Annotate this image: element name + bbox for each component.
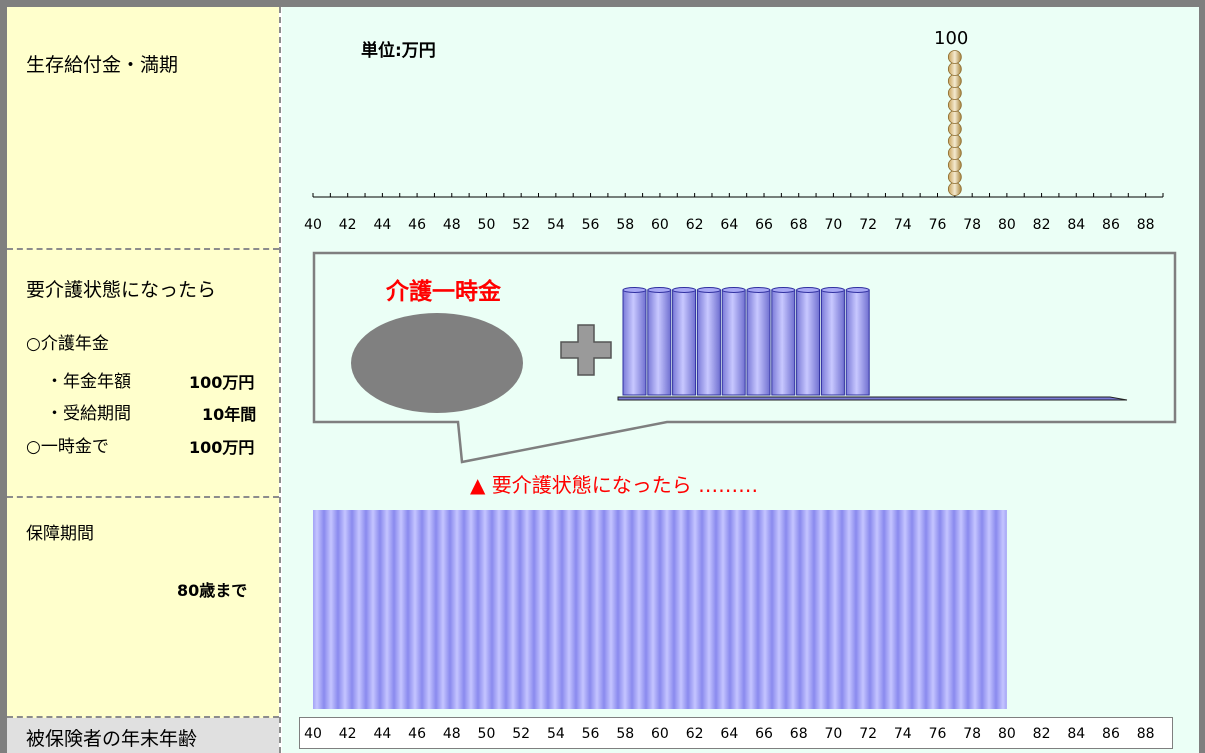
x-tick-label: 52 [512, 217, 530, 233]
footer-tick-label: 74 [894, 726, 912, 742]
care-pension-heading: ○介護年金 [26, 334, 109, 354]
survival-benefit-chart: 40 42 44 46 48 50 52 54 56 58 60 62 64 66 68 70 72 74 76 78… [304, 50, 1164, 233]
row-divider [7, 248, 279, 250]
x-tick-label: 46 [408, 217, 426, 233]
x-tick-label: 60 [651, 217, 669, 233]
pension-bar [672, 287, 697, 396]
pension-bar [820, 287, 845, 396]
unit-label: 単位:万円 [361, 41, 436, 61]
footer-axis-svg: 40 42 44 46 48 50 52 54 56 58 60 62 64 66 68 70 72 74 76 78… [304, 726, 1155, 742]
row-divider [7, 716, 279, 718]
footer-tick-label: 80 [998, 726, 1016, 742]
peak-value-label: 100 [934, 28, 969, 49]
annual-amount-value: 100万円 [189, 373, 255, 392]
footer-tick-label: 40 [304, 726, 322, 742]
row-divider [7, 496, 279, 498]
footer-label-cell [7, 718, 279, 753]
x-tick-label: 86 [1102, 217, 1120, 233]
x-tick-label: 76 [929, 217, 947, 233]
coverage-chart [313, 510, 1007, 709]
x-tick-label: 56 [582, 217, 600, 233]
care-state-label: 要介護状態になったら [26, 279, 217, 301]
plus-icon [560, 324, 612, 376]
frame-left-border [0, 0, 7, 753]
frame-top-border [0, 0, 1205, 7]
footer-tick-label: 78 [963, 726, 981, 742]
footer-tick-label: 70 [824, 726, 842, 742]
payment-period-label: ・受給期間 [46, 404, 131, 424]
payment-period-value: 10年間 [202, 405, 257, 424]
chain-link [947, 50, 962, 64]
footer-tick-label: 46 [408, 726, 426, 742]
frame-right-border [1199, 0, 1205, 753]
coverage-period-label: 保障期間 [26, 524, 94, 544]
footer-tick-label: 66 [755, 726, 773, 742]
footer-age-axis: 40 42 44 46 48 50 52 54 56 58 60 62 64 66 68 70 72 74 76 78… [299, 717, 1173, 749]
pension-baseline [617, 396, 1128, 401]
pension-bar [647, 287, 672, 396]
x-tick-label: 72 [859, 217, 877, 233]
pension-bar [746, 287, 771, 396]
x-tick-label: 84 [1067, 217, 1085, 233]
lump-sum-value: 100万円 [189, 438, 255, 457]
x-tick-label: 42 [339, 217, 357, 233]
footer-tick-label: 82 [1033, 726, 1051, 742]
x-tick-label: 70 [824, 217, 842, 233]
pension-bar [696, 287, 721, 396]
annual-amount-label: ・年金年額 [46, 372, 131, 392]
footer-tick-label: 56 [582, 726, 600, 742]
lump-sum-ellipse [351, 313, 523, 413]
x-tick-label: 54 [547, 217, 565, 233]
x-tick-label: 40 [304, 217, 322, 233]
lump-sum-label: ○一時金で [26, 437, 109, 457]
footer-tick-label: 64 [720, 726, 738, 742]
footer-tick-label: 48 [443, 726, 461, 742]
pension-bar [771, 287, 796, 396]
footer-tick-label: 76 [929, 726, 947, 742]
pension-bar [796, 287, 821, 396]
footer-tick-label: 44 [373, 726, 391, 742]
x-tick-label: 62 [686, 217, 704, 233]
x-tick-label: 82 [1033, 217, 1051, 233]
x-tick-label: 44 [373, 217, 391, 233]
footer-tick-label: 60 [651, 726, 669, 742]
footer-tick-label: 54 [547, 726, 565, 742]
row-labels-panel [7, 7, 279, 753]
x-tick-label: 58 [616, 217, 634, 233]
pension-bar [721, 287, 746, 396]
footer-tick-label: 50 [478, 726, 496, 742]
footer-age-label: 被保険者の年末年齢 [26, 728, 198, 750]
x-tick-label: 48 [443, 217, 461, 233]
pension-bar [845, 287, 870, 396]
pension-bar [622, 287, 647, 396]
x-tick-label: 66 [755, 217, 773, 233]
footer-tick-label: 42 [339, 726, 357, 742]
footer-tick-label: 84 [1067, 726, 1085, 742]
care-trigger-text: ▲ 要介護状態になったら ……… [470, 473, 759, 497]
x-tick-label: 78 [963, 217, 981, 233]
column-divider [279, 7, 281, 753]
x-tick-label: 74 [894, 217, 912, 233]
x-tick-label: 80 [998, 217, 1016, 233]
footer-tick-label: 86 [1102, 726, 1120, 742]
footer-tick-label: 88 [1137, 726, 1155, 742]
x-tick-label: 50 [478, 217, 496, 233]
x-tick-label: 64 [720, 217, 738, 233]
lump-sum-title: 介護一時金 [386, 279, 501, 305]
coverage-period-value: 80歳まで [177, 581, 248, 600]
footer-tick-label: 72 [859, 726, 877, 742]
x-tick-label: 88 [1137, 217, 1155, 233]
footer-tick-label: 58 [616, 726, 634, 742]
coverage-bar [313, 510, 1007, 709]
care-callout [312, 251, 1177, 464]
footer-tick-label: 62 [686, 726, 704, 742]
survival-benefit-label: 生存給付金・満期 [26, 54, 179, 76]
footer-tick-label: 52 [512, 726, 530, 742]
benefit-bar [947, 50, 962, 196]
x-tick-label: 68 [790, 217, 808, 233]
footer-tick-label: 68 [790, 726, 808, 742]
